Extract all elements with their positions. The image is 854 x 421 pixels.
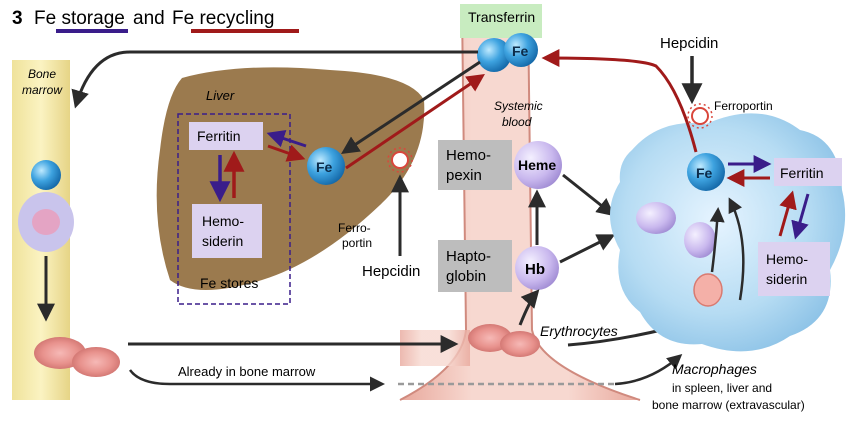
macrophage-hemosiderin-line2: siderin xyxy=(766,271,807,287)
bone-marrow-fe-ball xyxy=(31,160,61,190)
liver-ferroportin-line1: Ferro- xyxy=(338,221,371,235)
macrophage-ferritin-label: Ferritin xyxy=(780,165,824,181)
already-in-bone-marrow-label: Already in bone marrow xyxy=(178,364,316,379)
storage-underline xyxy=(56,29,128,33)
title-number: 3 xyxy=(12,8,23,29)
haptoglobin-line2: globin xyxy=(446,268,486,285)
liver-hemosiderin-line2: siderin xyxy=(202,233,243,249)
liver-ferritin-box xyxy=(189,122,263,150)
macrophage-hemosiderin-box xyxy=(758,242,830,296)
title-fe-storage: Fe storage xyxy=(34,8,125,29)
erythrocyte-2 xyxy=(500,331,540,357)
liver-ferroportin-icon xyxy=(387,147,413,173)
liver-hemosiderin-box xyxy=(192,204,262,258)
title-fe-recycling: Fe recycling xyxy=(172,8,274,29)
erythrocytes-label: Erythrocytes xyxy=(540,323,618,339)
macrophage-caption-line3: bone marrow (extravascular) xyxy=(652,398,805,412)
macrophage-caption-line2: in spleen, liver and xyxy=(672,381,772,395)
bone-rbc-2 xyxy=(72,347,120,377)
macrophage-fe: Fe xyxy=(696,165,713,181)
transferrin-fe: Fe xyxy=(512,43,529,59)
hemopexin-line1: Hemo- xyxy=(446,147,491,164)
transferrin-label: Transferrin xyxy=(468,9,535,25)
heme-label: Heme xyxy=(518,157,556,173)
macrophage-vesicle-2 xyxy=(684,222,716,258)
liver-ferroportin-line2: portin xyxy=(342,236,372,250)
heme-ball xyxy=(514,141,562,189)
hb-ball xyxy=(515,246,559,290)
hb-label: Hb xyxy=(525,261,545,278)
liver-fe: Fe xyxy=(316,159,333,175)
macrophage-ferritin-box xyxy=(774,158,842,186)
liver-hepcidin-label: Hepcidin xyxy=(362,263,420,280)
bone-marrow-line2: marrow xyxy=(22,83,63,97)
fe-stores-box xyxy=(177,113,291,305)
macrophage-rbc xyxy=(693,273,723,307)
systemic-blood-line1: Systemic xyxy=(494,99,543,113)
hemopexin-line2: pexin xyxy=(446,167,482,184)
bone-marrow-line1: Bone xyxy=(28,67,56,81)
haptoglobin-line1: Hapto- xyxy=(446,248,491,265)
macrophage-caption-title: Macrophages xyxy=(672,361,757,377)
macrophage-ferroportin-label: Ferroportin xyxy=(714,99,773,113)
macrophage-cell xyxy=(610,113,846,352)
transferrin-ball-1 xyxy=(477,38,511,72)
systemic-blood-line2: blood xyxy=(502,115,532,129)
macrophage-vesicle-1 xyxy=(636,202,676,234)
haptoglobin-box xyxy=(438,240,512,292)
transferrin-fe-ball xyxy=(504,33,538,67)
blood-vessel xyxy=(400,8,640,400)
macrophage-hepcidin-label: Hepcidin xyxy=(660,35,718,52)
liver-hemosiderin-line1: Hemo- xyxy=(202,213,244,229)
hemopexin-box xyxy=(438,140,512,190)
transferrin-box xyxy=(460,4,542,38)
macrophage-fe-ball xyxy=(687,153,725,191)
liver-label: Liver xyxy=(206,88,235,103)
liver-fe-ball xyxy=(307,147,345,185)
title-and: and xyxy=(133,8,165,29)
liver-ferritin-label: Ferritin xyxy=(197,128,241,144)
macrophage-hemosiderin-line1: Hemo- xyxy=(766,251,808,267)
fe-stores-label: Fe stores xyxy=(200,275,258,291)
recycling-underline xyxy=(191,29,299,33)
